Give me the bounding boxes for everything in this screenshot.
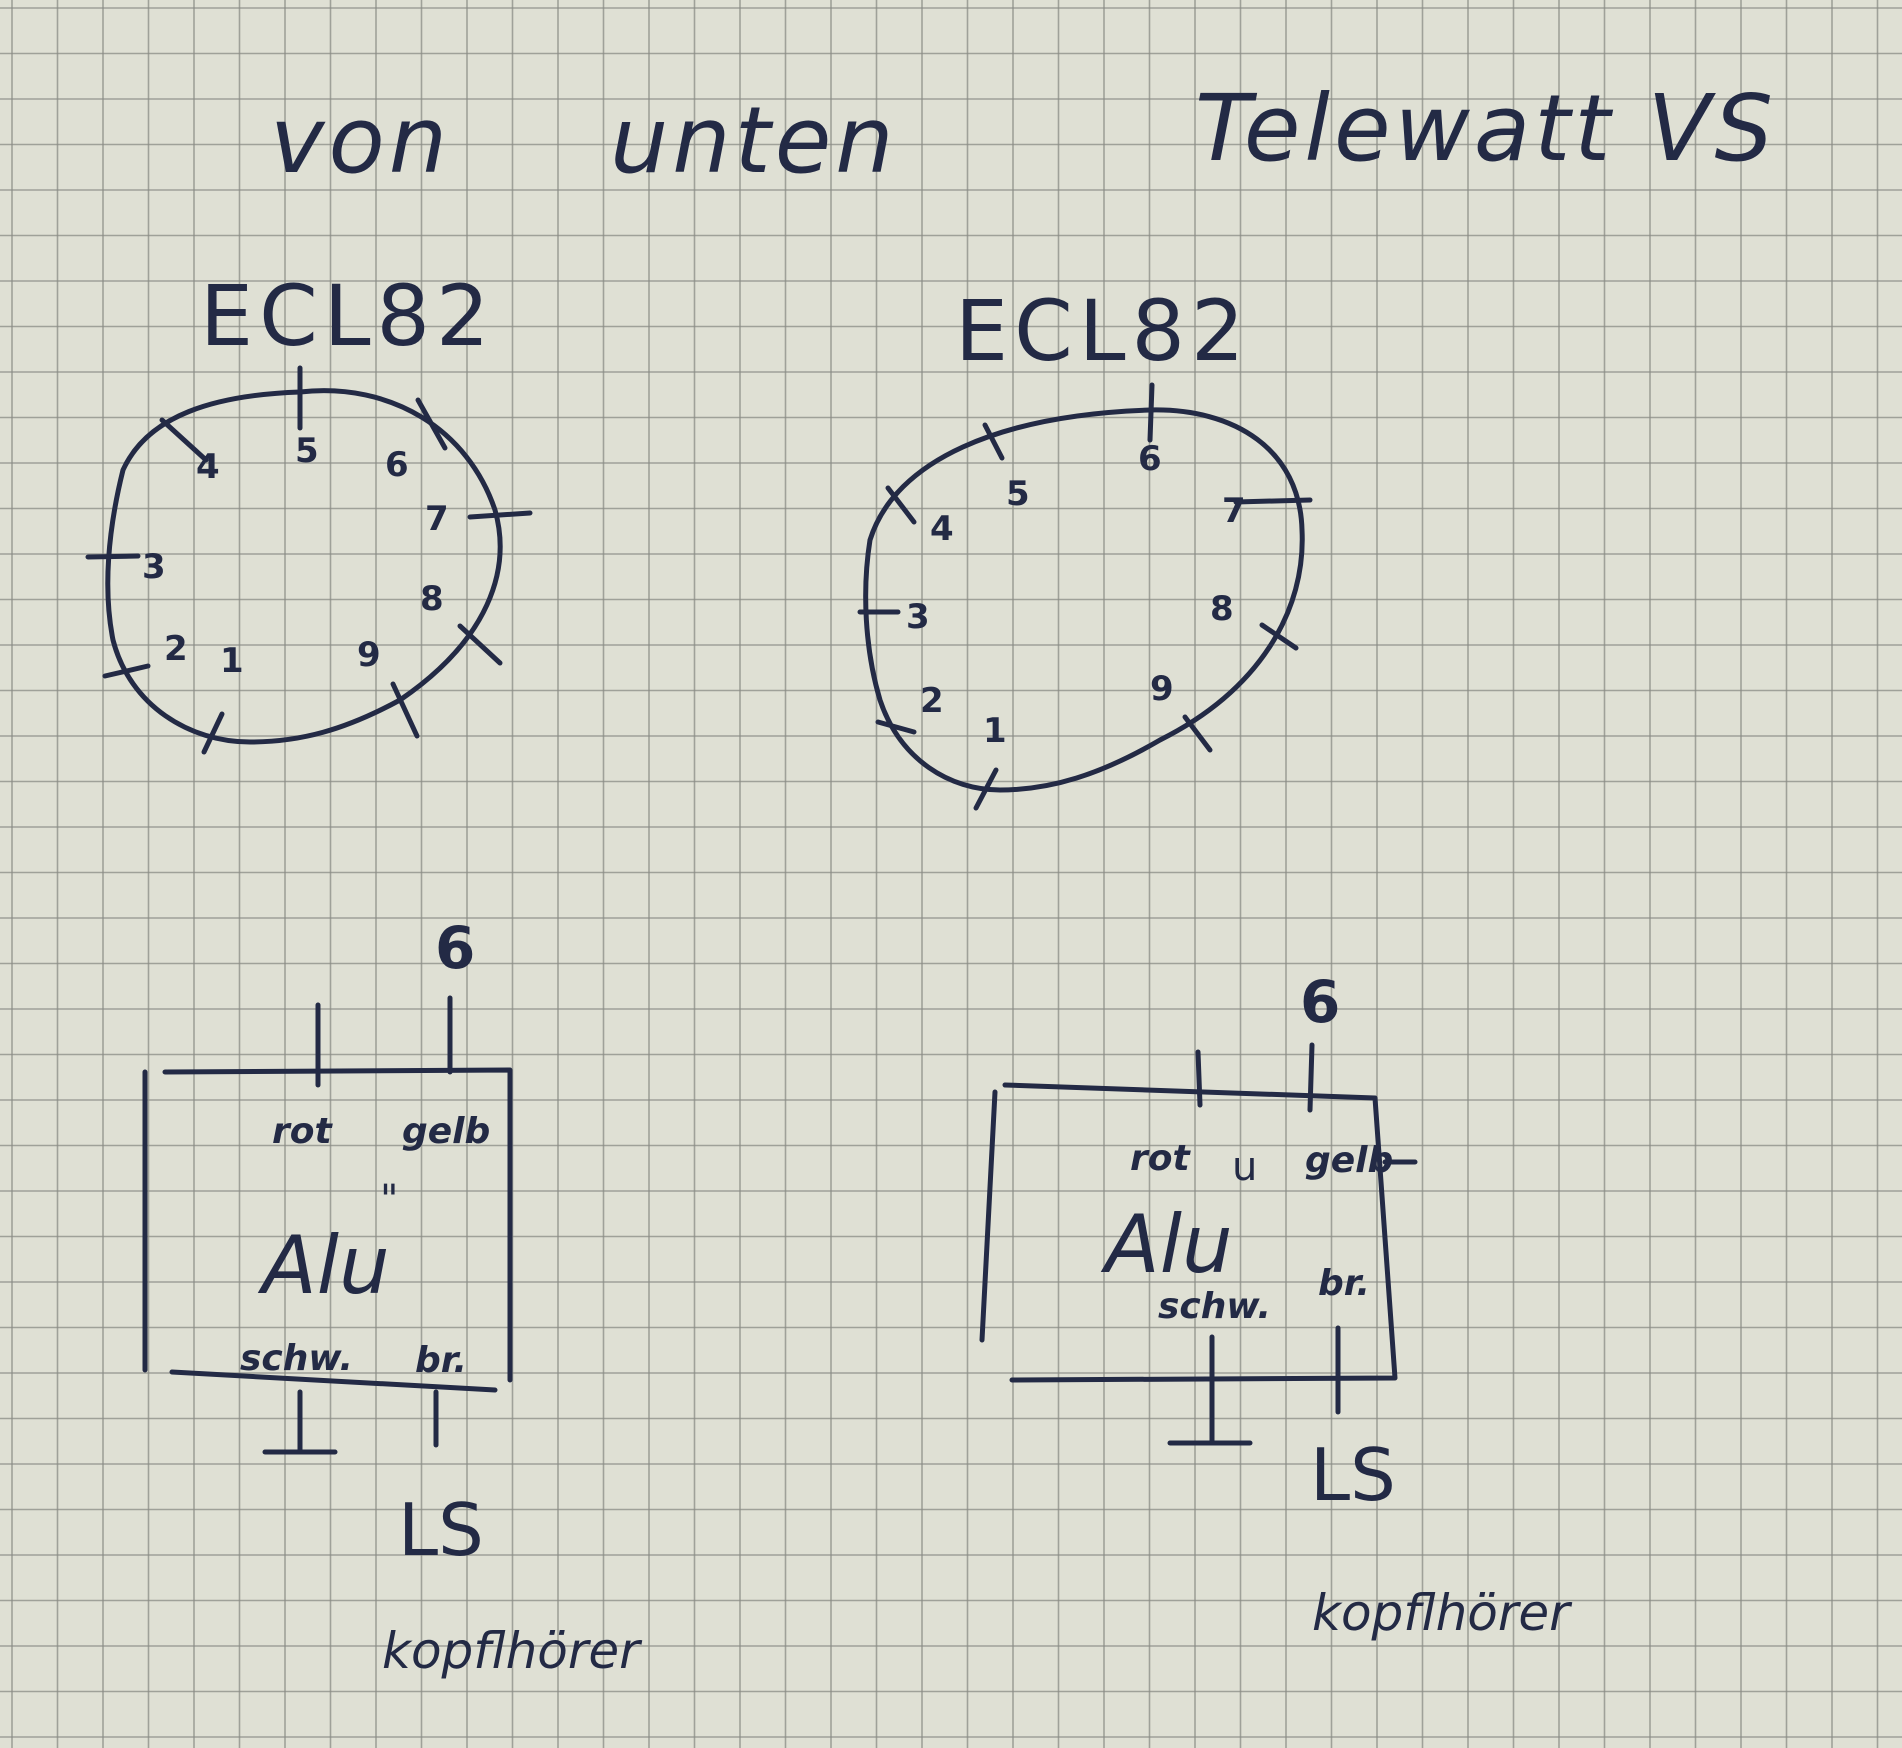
header-word-unten: unten [610, 87, 898, 194]
pin-2: 2 [920, 681, 944, 721]
pin-5: 5 [295, 431, 319, 471]
pin-8: 8 [1210, 589, 1234, 629]
bottom-bar [169, 1369, 498, 1393]
pin-5: 5 [1006, 474, 1030, 514]
core-label: Alu [1100, 1198, 1233, 1291]
wire-gelb-label: gelb [402, 1111, 490, 1152]
mark-icon: u [1232, 1144, 1257, 1190]
socket-outline [863, 407, 1305, 793]
output-label: LS [1310, 1433, 1396, 1517]
pin-7: 7 [425, 499, 449, 539]
wire-schw-label: schw. [240, 1338, 353, 1379]
wire-rot-label: rot [1130, 1138, 1191, 1179]
lead-rot [1195, 1049, 1203, 1108]
output-label: LS [398, 1488, 484, 1572]
pin-1: 1 [220, 641, 244, 681]
wire-br-label: br. [415, 1340, 467, 1381]
pin-9: 9 [1150, 669, 1174, 709]
wire-br-label: br. [1318, 1263, 1370, 1304]
tube-label: ECL82 [955, 282, 1250, 380]
transformer-box [142, 1067, 513, 1383]
transformer-box [979, 1082, 1398, 1383]
pin-3: 3 [906, 597, 930, 637]
core-label: Alu [257, 1219, 390, 1312]
transformer-diagram-left: 6 rot gelb " Alu schw. br. LS kopflhörer [142, 914, 643, 1680]
socket-diagram-right: ECL82 1 2 3 4 5 6 7 8 9 [857, 282, 1313, 811]
wire-gelb-label: gelb [1305, 1140, 1393, 1181]
pin-number-label: 6 [1300, 968, 1340, 1036]
pin-9: 9 [357, 635, 381, 675]
wire-schw-label: schw. [1158, 1286, 1271, 1327]
tube-label: ECL82 [200, 267, 495, 365]
wire-rot-label: rot [272, 1111, 333, 1152]
pin-2: 2 [164, 629, 188, 669]
note-label: kopflhörer [1312, 1584, 1573, 1642]
pin-8: 8 [420, 579, 444, 619]
transformer-diagram-right: 6 rot u gelb Alu br. schw. LS kopflhörer [979, 968, 1573, 1642]
header-word-telewatt: Telewatt VS [1195, 75, 1777, 182]
pin-number-label: 6 [435, 914, 475, 982]
socket-diagram-left: ECL82 1 2 3 4 5 6 7 8 9 [85, 267, 533, 755]
header-word-von: von [270, 87, 451, 194]
socket-outline [105, 388, 503, 745]
pin-6: 6 [385, 445, 409, 485]
pin-3: 3 [142, 547, 166, 587]
note-label: kopflhörer [382, 1622, 643, 1680]
lead-gelb [1307, 1042, 1315, 1113]
pin-ticks [85, 365, 533, 755]
pin-1: 1 [983, 711, 1007, 751]
pin-4: 4 [196, 447, 220, 487]
pin-4: 4 [930, 509, 954, 549]
mark-icon: " [380, 1177, 398, 1223]
pin-ticks [857, 382, 1313, 811]
pin-6: 6 [1138, 439, 1162, 479]
pin-7: 7 [1222, 491, 1246, 531]
